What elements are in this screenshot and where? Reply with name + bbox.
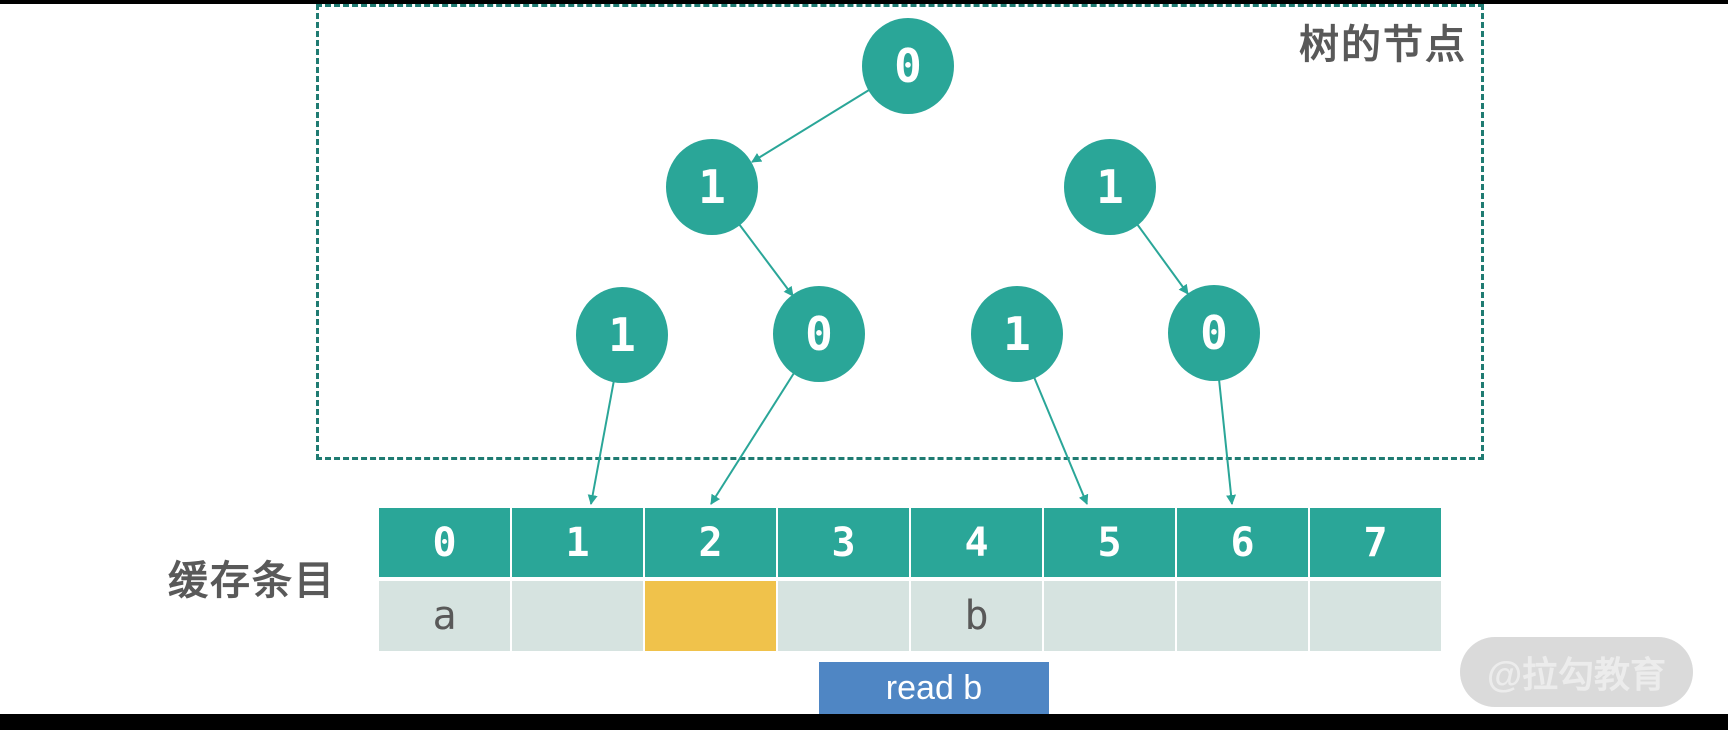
watermark-badge: @拉勾教育 — [1460, 637, 1693, 707]
tree-node-r: 1 — [1064, 139, 1156, 235]
cache-index-cell-5: 5 — [1044, 508, 1175, 577]
tree-box-label: 树的节点 — [1299, 23, 1467, 67]
cache-entry-cell-0: a — [379, 581, 510, 651]
cache-entry-cell-3 — [778, 581, 909, 651]
read-b-button[interactable]: read b — [819, 662, 1049, 714]
bottom-black-bar — [0, 714, 1728, 730]
edge-right-to-rr — [1136, 223, 1189, 295]
edge-lr-to-cell-2 — [710, 372, 795, 505]
cache-entry-cell-1 — [512, 581, 643, 651]
cache-index-cell-1: 1 — [512, 508, 643, 577]
cache-index-cell-0: 0 — [379, 508, 510, 577]
edge-left-to-lr — [738, 223, 794, 297]
edge-ll-to-cell-1 — [587, 379, 615, 505]
cache-entry-cell-5 — [1044, 581, 1175, 651]
tree-node-l: 1 — [666, 139, 758, 235]
cache-entries-label: 缓存条目 — [168, 559, 336, 603]
tree-nodes-dashed-box — [316, 4, 1484, 460]
edge-root-to-left — [751, 89, 870, 163]
cache-index-cell-6: 6 — [1177, 508, 1308, 577]
cache-index-cell-4: 4 — [911, 508, 1042, 577]
tree-node-root: 0 — [862, 18, 954, 114]
edge-rr-to-cell-6 — [1218, 378, 1237, 505]
tree-node-rl: 1 — [971, 286, 1063, 382]
cache-index-cell-3: 3 — [778, 508, 909, 577]
cache-index-cell-2: 2 — [645, 508, 776, 577]
watermark-text: @拉勾教育 — [1486, 654, 1667, 695]
tree-node-lr: 0 — [773, 286, 865, 382]
cache-entry-cell-6 — [1177, 581, 1308, 651]
cache-index-cell-7: 7 — [1310, 508, 1441, 577]
tree-node-ll: 1 — [576, 287, 668, 383]
tree-node-rr: 0 — [1168, 285, 1260, 381]
top-black-bar — [0, 0, 1728, 4]
cache-entry-cell-4: b — [911, 581, 1042, 651]
edge-rl-to-cell-5 — [1033, 376, 1089, 505]
cache-entry-cell-7 — [1310, 581, 1441, 651]
cache-entry-cell-2 — [645, 581, 776, 651]
